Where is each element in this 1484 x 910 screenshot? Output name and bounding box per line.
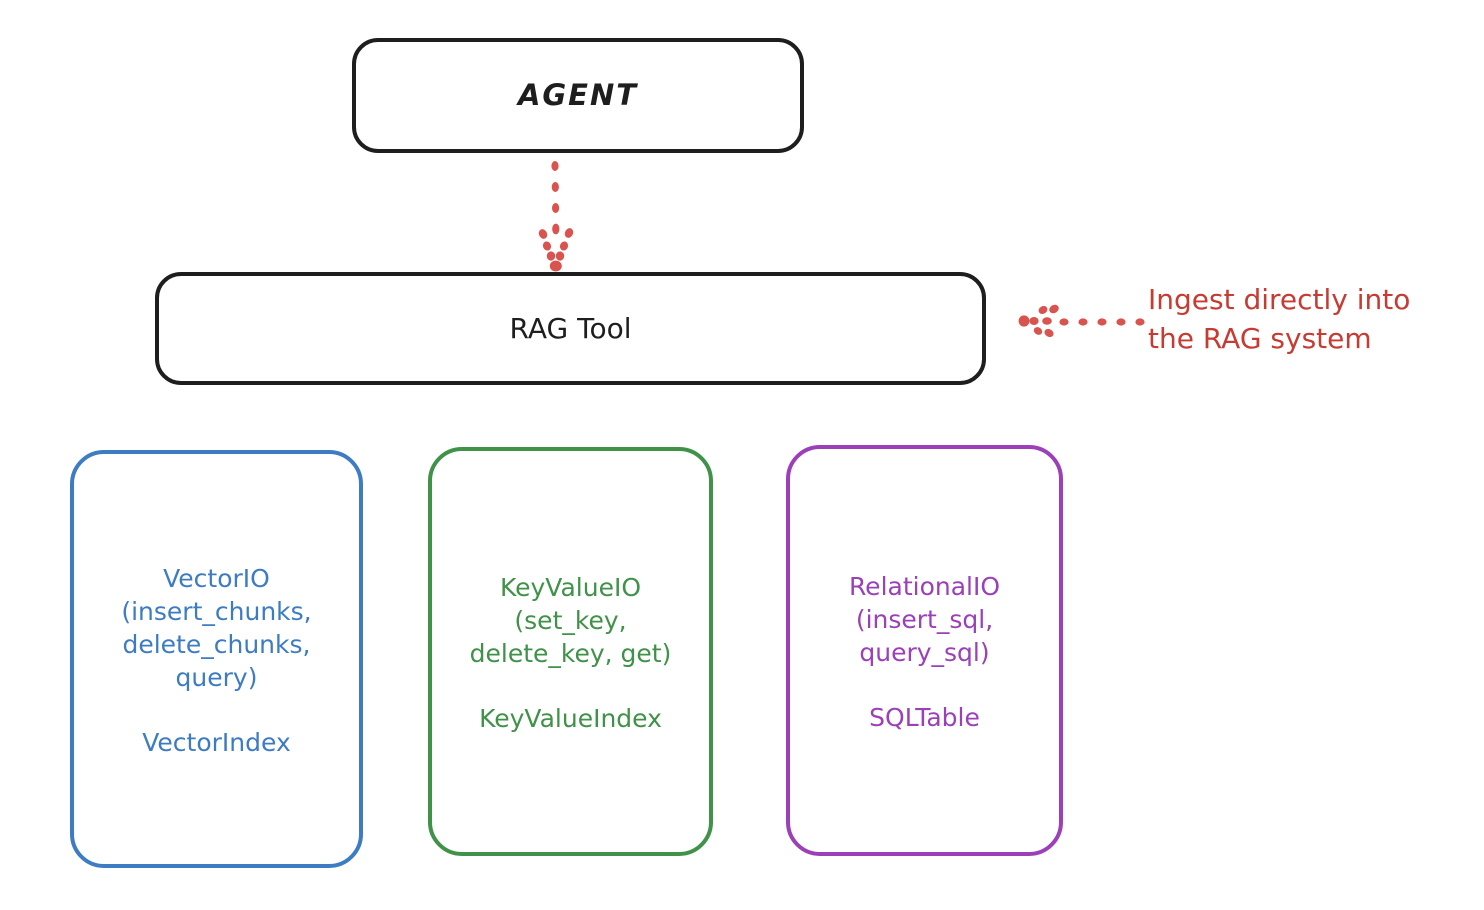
node-vector-io-api-label: VectorIO (insert_chunks, delete_chunks, …	[121, 563, 312, 692]
annotation-ingest-note: Ingest directly into the RAG system	[1148, 283, 1411, 355]
node-relational-io[interactable]: RelationalIO (insert_sql, query_sql) SQL…	[786, 445, 1063, 856]
node-key-value-io[interactable]: KeyValueIO (set_key, delete_key, get) Ke…	[428, 447, 713, 856]
node-vector-io[interactable]: VectorIO (insert_chunks, delete_chunks, …	[70, 450, 363, 868]
node-agent[interactable]: AGENT	[352, 38, 804, 153]
node-vector-io-index-label: VectorIndex	[142, 727, 291, 757]
node-key-value-io-api-label: KeyValueIO (set_key, delete_key, get)	[469, 572, 672, 668]
node-relational-io-api-label: RelationalIO (insert_sql, query_sql)	[848, 571, 1001, 667]
connector-ingest-to-rag-tool-arrow	[1016, 296, 1146, 346]
node-rag-tool-label: RAG Tool	[509, 312, 632, 345]
node-rag-tool[interactable]: RAG Tool	[155, 272, 986, 385]
node-relational-io-index-label: SQLTable	[869, 702, 980, 732]
node-key-value-io-index-label: KeyValueIndex	[479, 703, 662, 733]
connector-agent-to-rag-tool-arrow	[520, 160, 590, 272]
node-agent-label: AGENT	[517, 78, 639, 113]
